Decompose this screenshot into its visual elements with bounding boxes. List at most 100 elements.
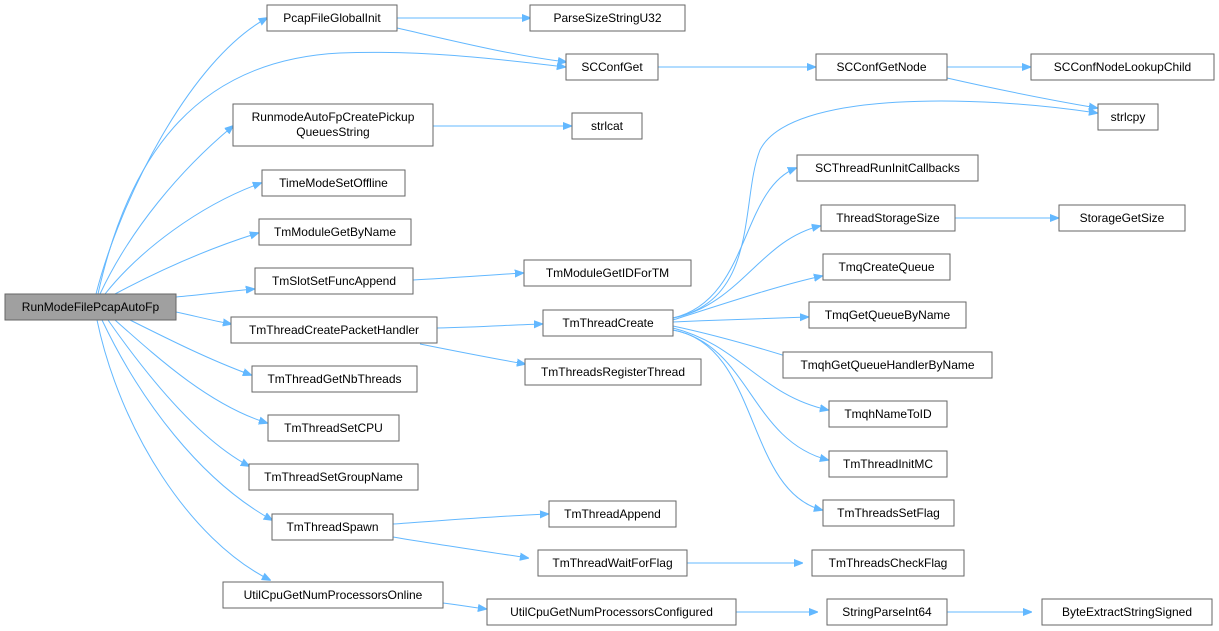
node-label: TmThreadWaitForFlag [552,556,672,570]
edge-tmslot-moduleid [412,273,523,281]
node-label: strlcpy [1111,110,1146,124]
edge-create-tmqgetbyname [672,317,808,323]
edge-create-runinit [672,168,796,319]
node-label: UtilCpuGetNumProcessorsConfigured [510,605,713,619]
node-label: SCConfGetNode [836,60,926,74]
node-tmthreadsetgroupname[interactable]: TmThreadSetGroupName [248,463,419,491]
edge-root-spawn [101,319,272,520]
node-label: TmModuleGetIDForTM [546,266,669,280]
node-tmthreadcreate[interactable]: TmThreadCreate [542,309,674,337]
node-label: TmThreadCreate [562,316,654,330]
edge-pcapglobal-scconfget [396,27,566,62]
edge-root-nbthreads [129,319,251,375]
edge-root-cpuonline [96,319,270,580]
node-byteextractstringsigned[interactable]: ByteExtractStringSigned [1041,598,1213,626]
node-label: RunModeFilePcapAutoFp [22,300,160,314]
edges [95,18,1097,612]
edge-spawn-waitflag [392,536,528,558]
node-label: TmqGetQueueByName [825,308,951,322]
node-stringparseint64[interactable]: StringParseInt64 [826,598,948,626]
node-timemodesetoffline[interactable]: TimeModeSetOffline [261,169,406,197]
node-label: TmThreadsSetFlag [837,506,940,520]
node-tmqcreatequeue[interactable]: TmqCreateQueue [822,253,951,281]
edge-create-tmqcreate [672,276,822,321]
node-parsesizestringu32[interactable]: ParseSizeStringU32 [529,4,686,32]
node-utilcpugetnumprocessorsconfigured[interactable]: UtilCpuGetNumProcessorsConfigured [486,598,737,626]
node-label: StorageGetSize [1080,211,1165,225]
node-label: SCThreadRunInitCallbacks [815,161,960,175]
node-label: ByteExtractStringSigned [1062,605,1192,619]
node-label: TmqhGetQueueHandlerByName [800,358,974,372]
node-label: TmThreadCreatePacketHandler [249,323,419,337]
node-label: TmThreadsRegisterThread [541,365,685,379]
edge-root-tmcreatepkt [175,311,231,324]
edge-create-setflag [672,329,822,510]
node-label: StringParseInt64 [842,605,932,619]
node-scconfnodelookupchild[interactable]: SCConfNodeLookupChild [1030,53,1215,81]
node-label: TmqCreateQueue [838,260,934,274]
node-label: SCConfNodeLookupChild [1054,60,1191,74]
node-label: strlcat [591,119,624,133]
node-utilcpugetnumprocessorsonline[interactable]: UtilCpuGetNumProcessorsOnline [222,581,444,609]
node-tmthreadcreatepackethandler[interactable]: TmThreadCreatePacketHandler [230,316,438,344]
nodes: RunModeFilePcapAutoFp PcapFileGlobalInit… [4,4,1215,626]
node-scthreadruninitcallbacks[interactable]: SCThreadRunInitCallbacks [796,154,979,182]
edge-cpuonline-configured [442,602,486,609]
node-scconfget[interactable]: SCConfGet [565,53,659,81]
edge-tmcreatepkt-register [419,343,525,364]
edge-create-strlcpy [672,100,1097,319]
edge-create-tmqhget [672,325,792,358]
node-tmthreadwaitforflag[interactable]: TmThreadWaitForFlag [537,549,688,577]
node-tmthreadspawn[interactable]: TmThreadSpawn [271,513,394,541]
node-scconfgetnode[interactable]: SCConfGetNode [815,53,948,81]
node-tmthreadinitmc[interactable]: TmThreadInitMC [828,450,948,478]
node-label-line2: QueuesString [296,125,369,139]
edge-root-pcapglobal [95,18,267,295]
node-label: ThreadStorageSize [836,211,940,225]
edge-create-storagesize [672,226,820,319]
node-storagegetsize[interactable]: StorageGetSize [1058,204,1186,232]
node-label: SCConfGet [581,60,643,74]
node-pcapfileglobalinit[interactable]: PcapFileGlobalInit [266,4,398,32]
node-label: TmThreadAppend [564,507,661,521]
node-tmqgetqueuebyname[interactable]: TmqGetQueueByName [808,301,967,329]
node-label: TmThreadGetNbThreads [267,372,401,386]
edge-root-tmslot [175,289,254,298]
edge-create-tmqhname [672,327,828,410]
edge-root-timemode [104,183,261,295]
node-label: ParseSizeStringU32 [553,11,661,25]
node-tmthreadsregisterthread[interactable]: TmThreadsRegisterThread [524,358,702,386]
node-tmthreadsetcpu[interactable]: TmThreadSetCPU [267,414,400,442]
node-tmthreadssetflag[interactable]: TmThreadsSetFlag [822,499,955,527]
node-tmthreadscheckflag[interactable]: TmThreadsCheckFlag [811,549,965,577]
node-runmodeautofpcreatepickupqueuesstring[interactable]: RunmodeAutoFpCreatePickup QueuesString [232,103,434,147]
node-strlcpy[interactable]: strlcpy [1097,103,1159,131]
edge-root-runmodequeues [99,126,233,295]
node-label: TmSlotSetFuncAppend [272,274,396,288]
node-threadstoragesize[interactable]: ThreadStorageSize [820,204,956,232]
node-label: PcapFileGlobalInit [283,11,381,25]
node-label: TmThreadSetGroupName [264,470,403,484]
edge-getnode-strlcpy [946,77,1097,108]
edge-root-tmmodule [114,233,258,295]
node-tmmodulegetidfortm[interactable]: TmModuleGetIDForTM [523,259,692,287]
node-strlcat[interactable]: strlcat [571,112,643,140]
node-label: TmThreadSpawn [286,520,378,534]
node-label: TmThreadInitMC [843,457,933,471]
node-tmmodulegetbyname[interactable]: TmModuleGetByName [258,218,412,246]
edge-create-initmc [672,329,828,460]
node-label: UtilCpuGetNumProcessorsOnline [244,588,423,602]
edge-tmcreatepkt-tmthreadcreate [436,324,542,328]
node-tmthreadappend[interactable]: TmThreadAppend [548,500,677,528]
node-tmqhnametoid[interactable]: TmqhNameToID [828,400,948,428]
node-label-line1: RunmodeAutoFpCreatePickup [252,110,415,124]
node-tmqhgetqueuehandlerbyname[interactable]: TmqhGetQueueHandlerByName [782,351,993,379]
node-label: TimeModeSetOffline [279,176,388,190]
node-tmslotsetfuncappend[interactable]: TmSlotSetFuncAppend [254,267,414,295]
node-runmodefilepcapautofp[interactable]: RunModeFilePcapAutoFp [4,293,177,321]
node-label: TmThreadsCheckFlag [829,556,948,570]
node-tmthreadgetnbthreads[interactable]: TmThreadGetNbThreads [251,365,418,393]
node-label: TmModuleGetByName [274,225,396,239]
edge-root-setcpu [114,319,267,423]
